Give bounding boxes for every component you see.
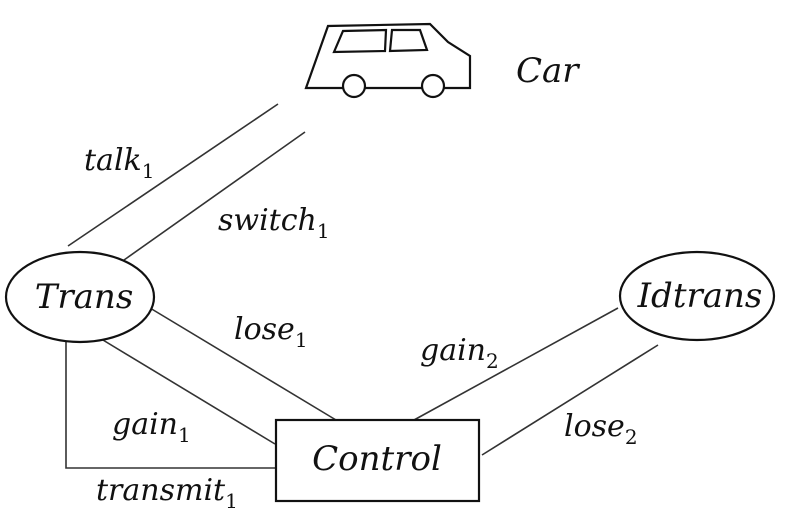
edge-talk1-line — [67, 103, 279, 247]
car-icon — [304, 22, 472, 99]
edge-label-transmit1: transmit1 — [96, 473, 238, 513]
node-idtrans-label: Idtrans — [637, 276, 763, 316]
edge-gain1-line — [97, 336, 276, 445]
edge-transmit1-line — [65, 336, 275, 469]
edge-lose2-line — [481, 344, 659, 456]
edge-label-lose1: lose1 — [234, 312, 308, 352]
node-car-label: Car — [516, 51, 580, 91]
edge-label-switch1: switch1 — [218, 203, 330, 243]
node-control: Control — [274, 418, 481, 503]
node-idtrans: Idtrans — [618, 250, 776, 342]
node-trans-label: Trans — [35, 277, 134, 317]
edge-switch1-line — [123, 131, 306, 261]
edge-label-gain1: gain1 — [112, 407, 191, 447]
edge-lose1-line — [149, 307, 337, 421]
edge-label-gain2: gain2 — [420, 333, 499, 373]
edge-label-talk1: talk1 — [84, 143, 154, 183]
edge-label-lose2: lose2 — [564, 409, 638, 449]
edge-gain2-line — [413, 307, 619, 421]
node-control-label: Control — [312, 439, 442, 479]
node-trans: Trans — [4, 250, 156, 344]
